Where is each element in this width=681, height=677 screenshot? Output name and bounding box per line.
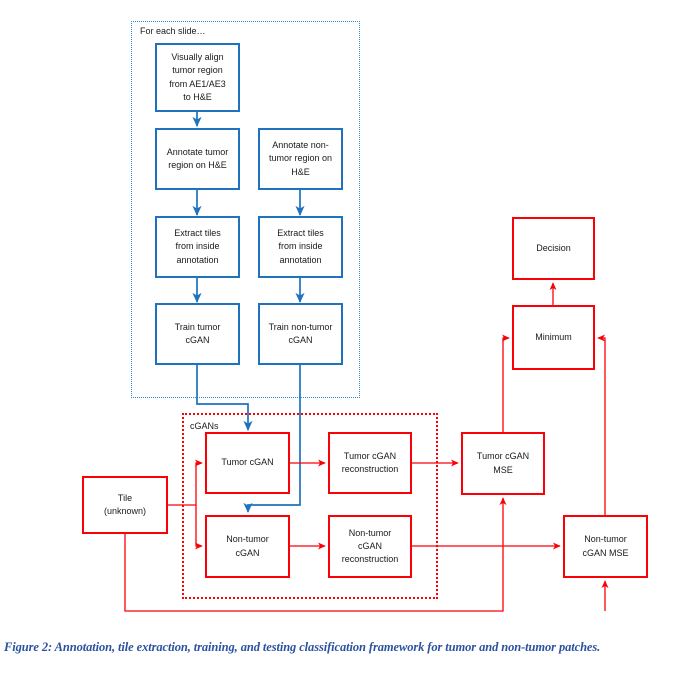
node-label: from inside	[175, 241, 220, 252]
node-tumor-cgan-reconstruction[interactable]: Tumor cGAN reconstruction	[328, 432, 412, 494]
node-label: tumor region on	[268, 153, 333, 164]
node-label: region on H&E	[168, 160, 227, 170]
node-label: Train tumor	[174, 321, 221, 332]
node-label: reconstruction	[341, 554, 399, 565]
node-extract-tiles-non-tumor[interactable]: Extract tiles from inside annotation	[258, 216, 343, 278]
node-non-tumor-cgan-mse[interactable]: Non-tumor cGAN MSE	[563, 515, 648, 578]
node-label: from inside	[278, 241, 323, 252]
node-label: reconstruction	[341, 464, 399, 474]
node-decision[interactable]: Decision	[512, 217, 595, 280]
node-annotate-tumor[interactable]: Annotate tumor region on H&E	[155, 128, 240, 190]
node-label: Non-tumor	[226, 534, 269, 545]
node-label: Non-tumor	[348, 527, 392, 538]
node-label: (unknown)	[103, 506, 147, 516]
node-label: Annotate non-	[272, 140, 329, 151]
node-label: annotation	[279, 254, 322, 265]
node-minimum[interactable]: Minimum	[512, 305, 595, 370]
node-label: to H&E	[183, 91, 212, 102]
node-non-tumor-cgan-reconstruction[interactable]: Non-tumor cGAN reconstruction	[328, 515, 412, 578]
node-label: from AE1/AE3	[169, 78, 226, 89]
node-tumor-cgan-mse[interactable]: Tumor cGAN MSE	[461, 432, 545, 495]
node-label: cGAN MSE	[582, 547, 629, 558]
node-train-tumor-cgan[interactable]: Train tumor cGAN	[155, 303, 240, 365]
node-label: Train non-tumor	[268, 321, 333, 332]
node-label: Visually align	[171, 52, 224, 63]
node-label: Tile	[117, 492, 133, 503]
node-tumor-cgan[interactable]: Tumor cGAN	[205, 432, 290, 494]
node-label: annotation	[176, 254, 219, 265]
node-label: Extract tiles	[277, 228, 324, 239]
node-label: cGAN	[185, 335, 210, 345]
node-label: Annotate tumor	[166, 146, 229, 157]
node-label: cGAN	[357, 540, 382, 551]
node-tile-unknown[interactable]: Tile (unknown)	[82, 476, 168, 534]
node-label: H&E	[291, 166, 310, 177]
node-label: Tumor cGAN	[343, 450, 397, 461]
node-extract-tiles-tumor[interactable]: Extract tiles from inside annotation	[155, 216, 240, 278]
node-annotate-non-tumor[interactable]: Annotate non- tumor region on H&E	[258, 128, 343, 190]
node-label: Tumor cGAN	[476, 451, 530, 462]
node-visually-align[interactable]: Visually align tumor region from AE1/AE3…	[155, 43, 240, 112]
group-label-cgans: cGANs	[190, 421, 219, 431]
node-label: Decision	[536, 242, 571, 253]
node-non-tumor-cgan[interactable]: Non-tumor cGAN	[205, 515, 290, 578]
node-label: Minimum	[535, 331, 572, 342]
node-label: tumor region	[172, 65, 223, 76]
node-label: Extract tiles	[174, 228, 221, 239]
node-label: Non-tumor	[584, 534, 627, 545]
node-label: cGAN	[288, 335, 313, 345]
group-label-for-each-slide: For each slide…	[140, 26, 206, 36]
node-train-non-tumor-cgan[interactable]: Train non-tumor cGAN	[258, 303, 343, 365]
figure-caption: Figure 2: Annotation, tile extraction, t…	[4, 640, 601, 654]
node-label: MSE	[493, 464, 513, 475]
node-label: Tumor cGAN	[221, 457, 274, 468]
node-label: cGAN	[235, 547, 260, 558]
